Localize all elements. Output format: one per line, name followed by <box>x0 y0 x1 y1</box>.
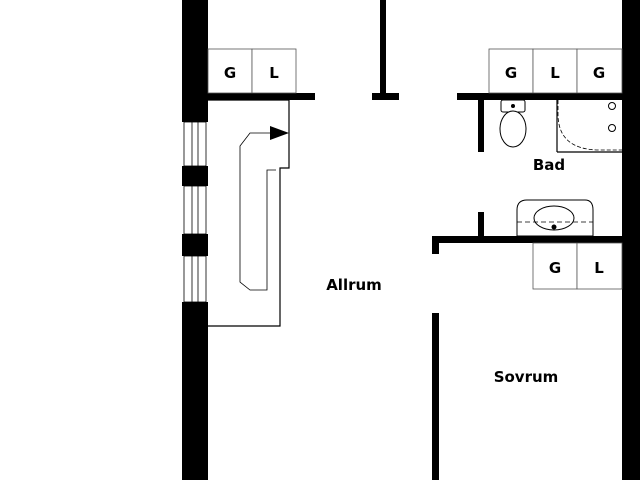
stair-outline <box>208 99 290 327</box>
stair-handrail <box>239 132 283 291</box>
room-label-allrum: Allrum <box>326 276 382 294</box>
toilet-icon <box>499 99 527 148</box>
bath-left-wall-top <box>478 100 484 152</box>
closet-bedroom-door-2[interactable] <box>576 242 623 290</box>
staircase <box>208 99 290 327</box>
stair-direction-arrow-icon <box>270 126 289 140</box>
windows <box>183 121 207 303</box>
left-exterior-wall-bottom <box>182 302 208 480</box>
bath-bottom-wall-stub <box>432 236 439 254</box>
closet-living-label-1: G <box>224 64 236 82</box>
shower-icon <box>556 100 622 153</box>
right-exterior-wall <box>622 0 640 480</box>
window-2 <box>183 185 207 235</box>
closet-living-door-1[interactable] <box>207 48 253 94</box>
exterior-walls <box>182 0 640 480</box>
closet-bath-door-3[interactable] <box>576 48 623 94</box>
bedroom-left-wall <box>432 313 439 480</box>
closet-bedroom-door-1[interactable] <box>532 242 578 290</box>
window-1 <box>183 121 207 167</box>
closet-bath: G L G <box>488 48 623 94</box>
closet-bedroom-label-2: L <box>594 259 604 277</box>
closet-living-label-2: L <box>269 64 279 82</box>
upper-wall-right <box>457 93 622 100</box>
room-label-sovrum: Sovrum <box>494 368 559 386</box>
left-exterior-wall-top <box>182 0 208 122</box>
left-exterior-wall-mid2 <box>182 234 208 256</box>
upper-partition-stub <box>380 0 386 100</box>
upper-partition-foot <box>372 93 399 100</box>
closet-bath-label-2: L <box>550 64 560 82</box>
left-exterior-wall-mid1 <box>182 166 208 186</box>
closet-bath-label-3: G <box>593 64 605 82</box>
room-label-bad: Bad <box>533 156 565 174</box>
bath-left-wall-bottom <box>478 212 484 236</box>
bath-bottom-wall <box>432 236 622 243</box>
washbasin-icon <box>516 199 594 237</box>
closet-bath-label-1: G <box>505 64 517 82</box>
interior-walls <box>208 0 622 480</box>
closet-bedroom-label-1: G <box>549 259 561 277</box>
closet-bedroom: G L <box>532 242 623 290</box>
bath-fixtures <box>499 99 622 237</box>
upper-wall-left <box>208 93 315 100</box>
closet-living: G L <box>207 48 297 94</box>
closet-living-door-2[interactable] <box>251 48 297 94</box>
window-3 <box>183 255 207 303</box>
closet-bath-door-1[interactable] <box>488 48 534 94</box>
